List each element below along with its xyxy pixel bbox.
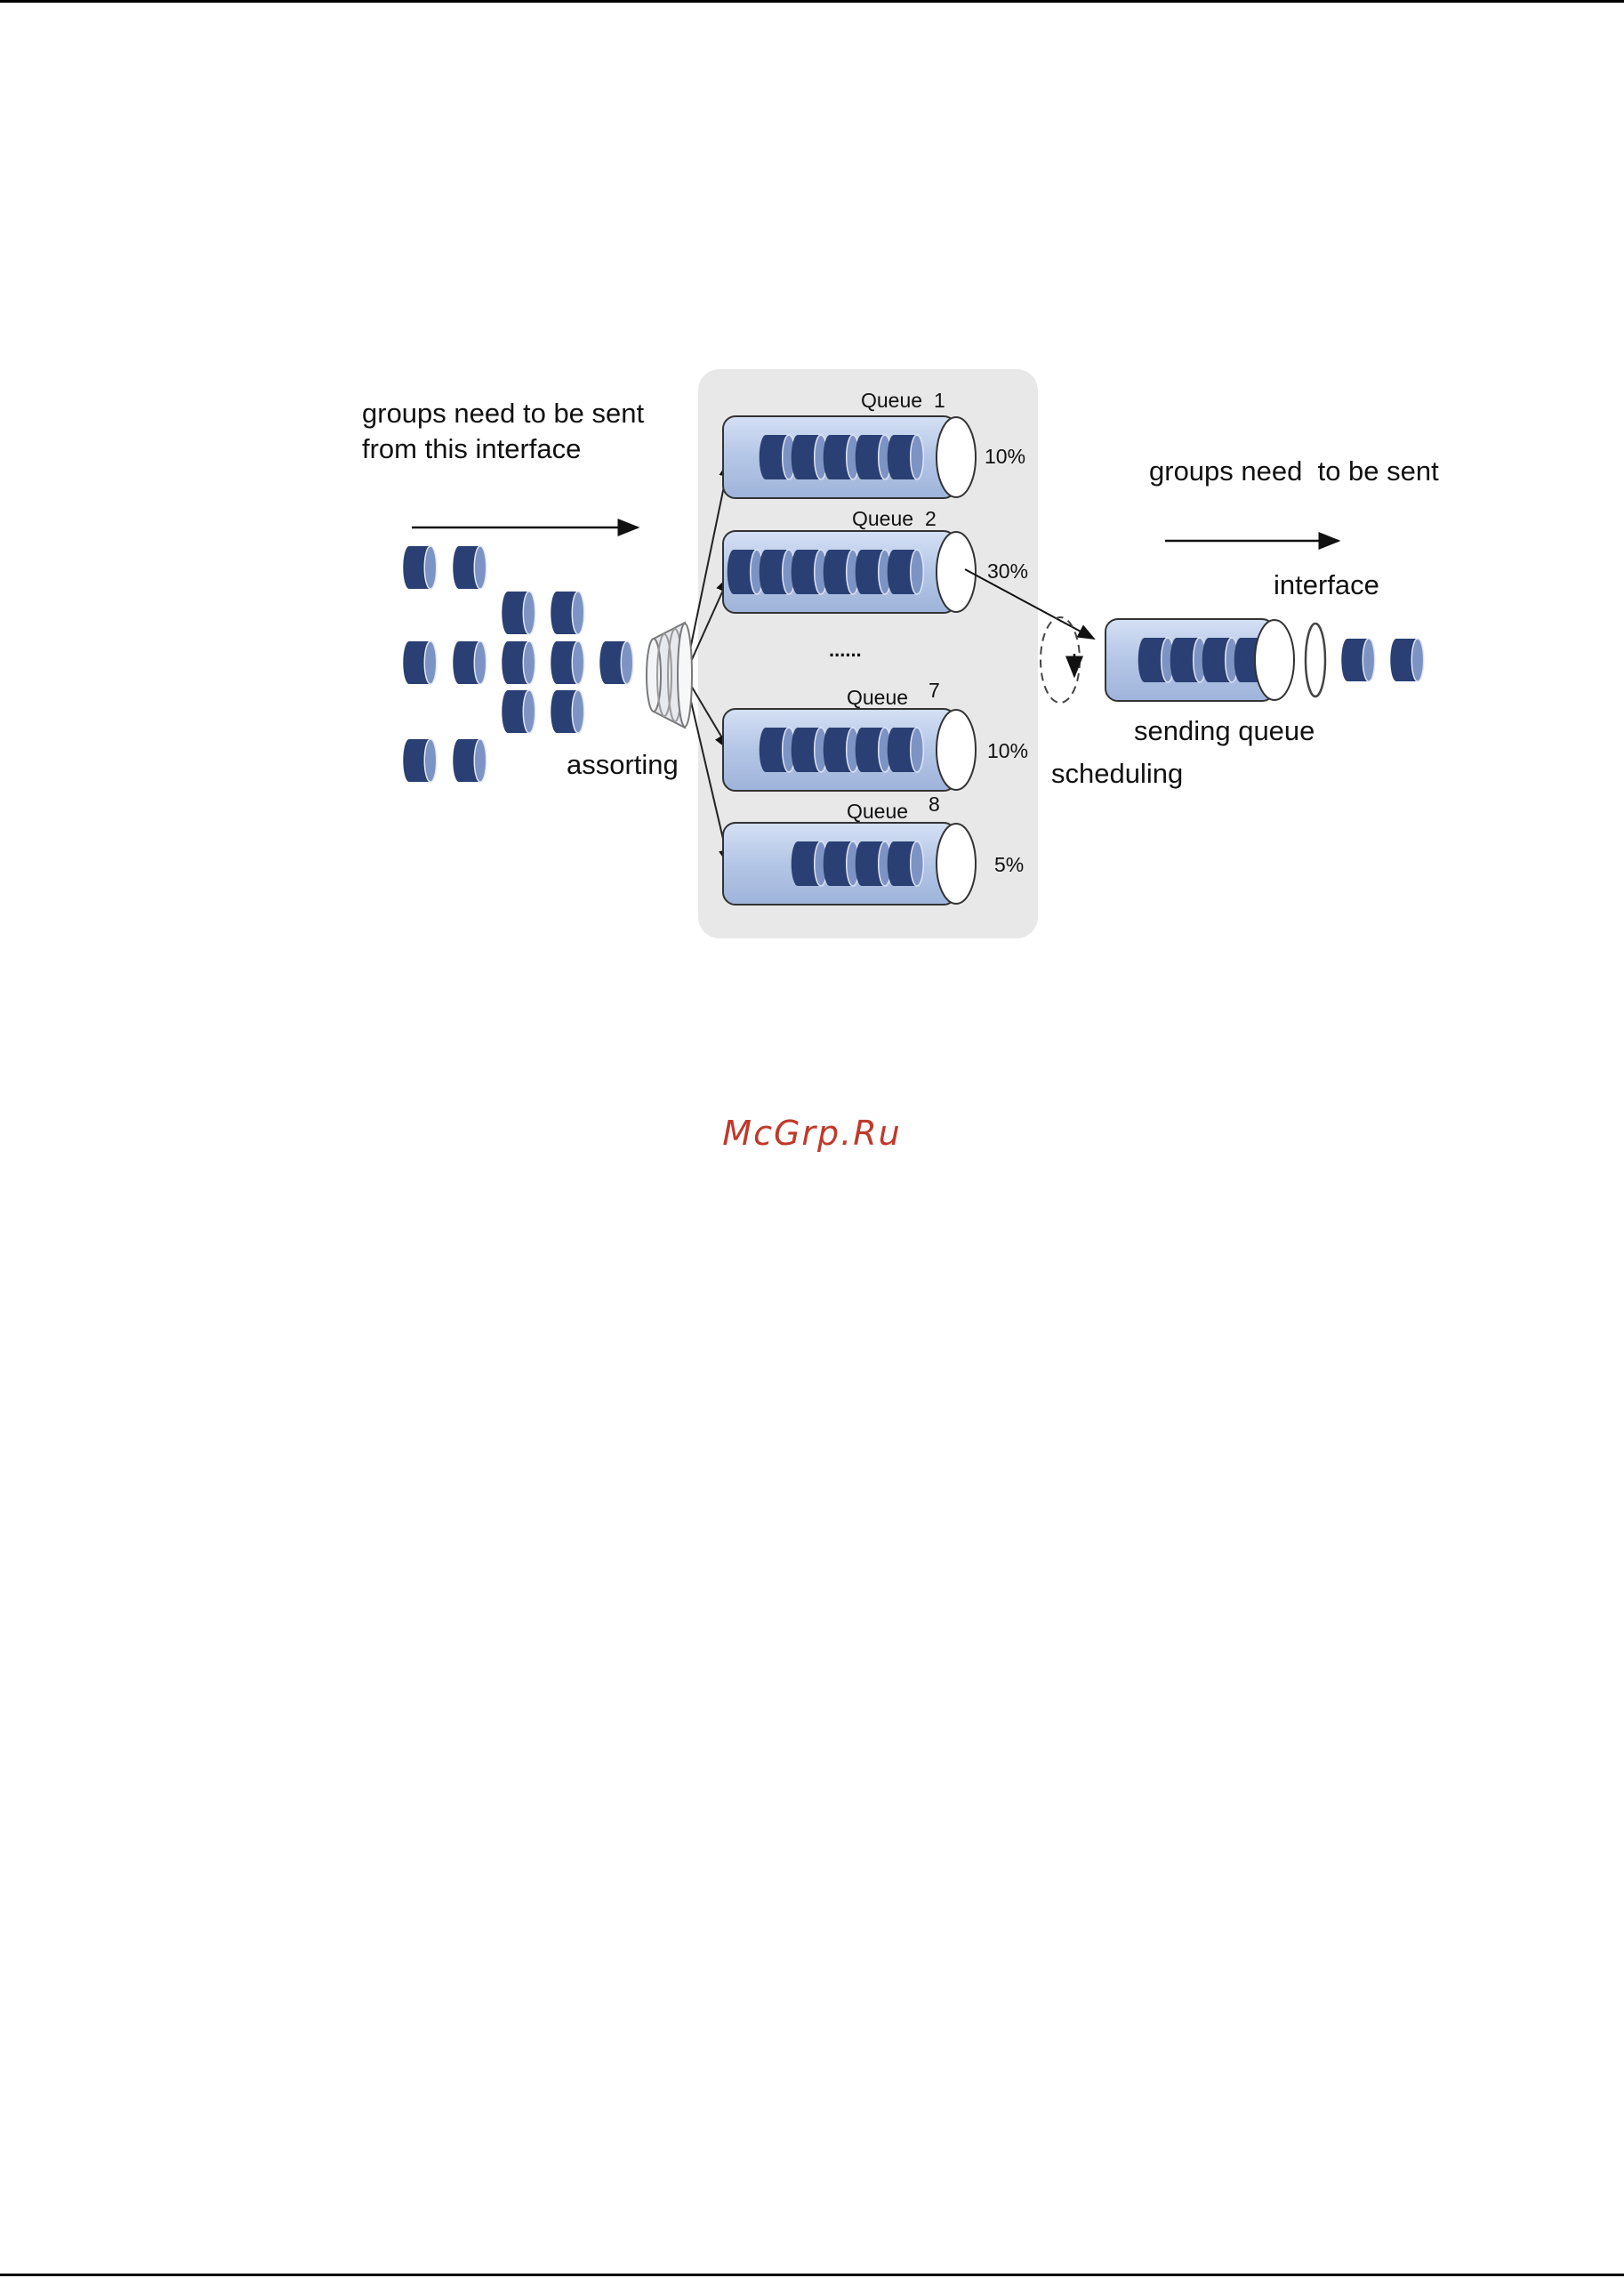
watermark: McGrp.Ru	[0, 1114, 1624, 1153]
incoming-packet	[453, 641, 486, 684]
interface-label: interface	[1274, 569, 1379, 600]
assorting-label: assorting	[567, 749, 679, 780]
queued-packet	[824, 550, 860, 594]
queue-1	[723, 416, 976, 498]
queue-name: Queue	[861, 389, 922, 412]
queued-packet	[792, 435, 828, 479]
queued-packet	[792, 841, 828, 886]
queued-packet	[888, 550, 924, 594]
incoming-packet	[453, 739, 486, 782]
queued-packet	[760, 550, 796, 594]
scheduling-label: scheduling	[1051, 758, 1183, 789]
queue-weight: 5%	[994, 853, 1024, 876]
incoming-packet	[551, 690, 583, 733]
queue-weight: 30%	[987, 559, 1028, 583]
queue-number: 7	[929, 679, 940, 702]
interface-ring	[1306, 624, 1325, 696]
sending-packet	[1170, 638, 1207, 682]
tube-opening	[937, 710, 976, 790]
tube-opening	[937, 417, 976, 497]
queue-7	[723, 709, 976, 791]
incoming-packet	[599, 641, 632, 684]
queued-packet	[856, 435, 892, 479]
incoming-label-line1: groups need to be sent	[362, 398, 645, 429]
queued-packet	[728, 550, 764, 594]
sent-packets	[1341, 639, 1423, 681]
sending-queue-label: sending queue	[1134, 715, 1314, 746]
incoming-packet	[403, 739, 436, 782]
sent-packet	[1390, 639, 1423, 681]
incoming-packet	[551, 592, 583, 634]
queued-packet	[856, 728, 892, 772]
queued-packet	[824, 728, 860, 772]
queue-name: Queue	[847, 686, 908, 709]
sending-packet	[1202, 638, 1239, 682]
queued-packet	[760, 435, 796, 479]
incoming-packets	[403, 546, 632, 782]
queue-ellipsis: ......	[829, 639, 862, 661]
queue-weight: 10%	[987, 739, 1028, 762]
queue-number: 8	[929, 793, 940, 816]
queue-2	[723, 531, 976, 613]
bottom-rule	[0, 2274, 1624, 2276]
queued-packet	[856, 550, 892, 594]
queue-8	[723, 823, 976, 905]
incoming-packet	[403, 641, 436, 684]
incoming-packet	[502, 641, 535, 684]
queue-number: 1	[934, 389, 945, 412]
sending-queue-tube	[1105, 619, 1294, 701]
incoming-packet	[453, 546, 486, 589]
queued-packet	[792, 550, 828, 594]
sending-queue	[1105, 619, 1294, 701]
incoming-packet	[403, 546, 436, 589]
tube-opening	[1255, 620, 1294, 700]
queued-packet	[792, 728, 828, 772]
incoming-packet	[502, 592, 535, 634]
queue-name: Queue	[847, 800, 908, 823]
queue-number: 2	[925, 507, 937, 530]
sending-packet	[1138, 638, 1175, 682]
assorting-funnel	[647, 623, 692, 728]
incoming-packet	[551, 641, 583, 684]
queued-packet	[888, 728, 924, 772]
sent-packet	[1341, 639, 1374, 681]
priority-queue-diagram: groups need to be sent from this interfa…	[0, 0, 1624, 978]
queued-packet	[824, 435, 860, 479]
incoming-label-line2: from this interface	[362, 433, 581, 464]
incoming-packet	[502, 690, 535, 733]
queued-packet	[856, 841, 892, 886]
queue-weight: 10%	[985, 445, 1025, 468]
tube-opening	[937, 824, 976, 904]
scheduling-rotation-icon	[1041, 617, 1080, 703]
queued-packet	[888, 841, 924, 886]
queue-name: Queue	[852, 507, 913, 530]
queued-packet	[760, 728, 796, 772]
outgoing-label: groups need to be sent	[1149, 455, 1439, 487]
queued-packet	[888, 435, 924, 479]
queued-packet	[824, 841, 860, 886]
